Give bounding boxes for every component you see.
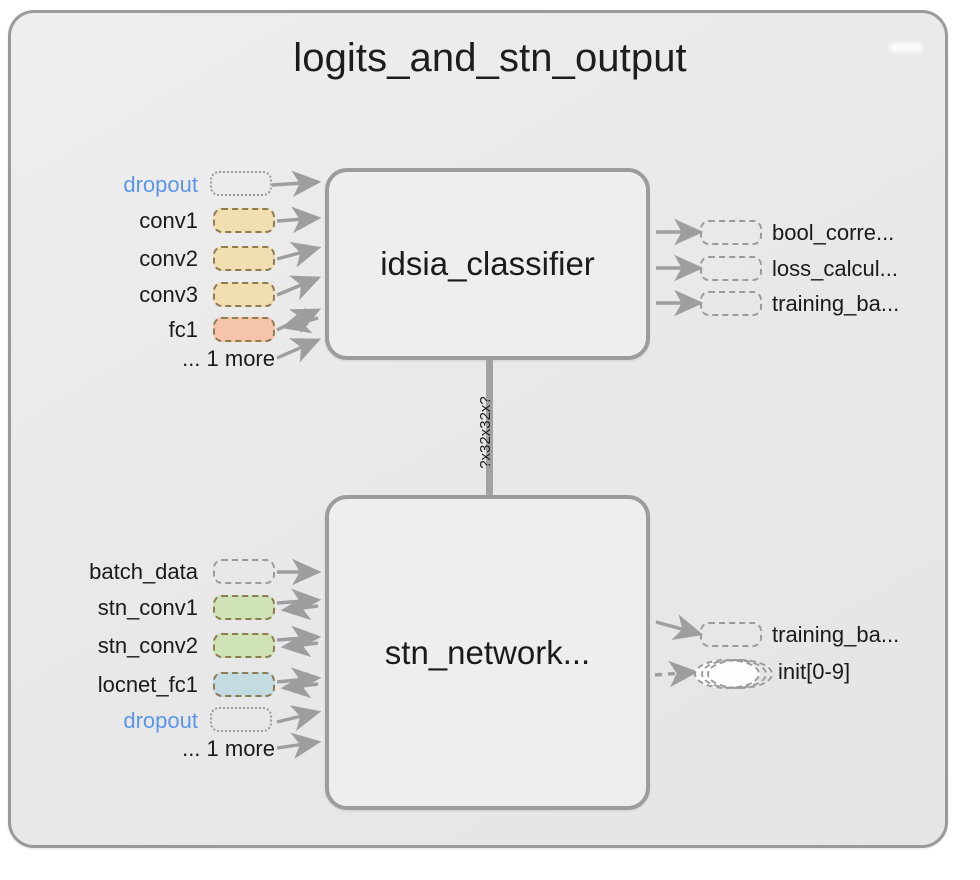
node-label: idsia_classifier xyxy=(380,245,595,282)
chip-label-conv3: conv3 xyxy=(139,282,198,307)
chip-label-dropout-classifier: dropout xyxy=(123,172,198,197)
chip-label-training-batch-classifier: training_ba... xyxy=(772,291,900,316)
chip-label-init-collection: init[0-9] xyxy=(778,659,851,684)
chip-label-stn-conv2: stn_conv2 xyxy=(97,633,198,658)
chip-dropout-stn[interactable] xyxy=(210,707,272,732)
chip-label-training-batch-stn: training_ba... xyxy=(772,622,900,647)
chip-training-batch-classifier[interactable] xyxy=(700,291,762,316)
chip-conv1[interactable] xyxy=(213,208,275,233)
page-title: logits_and_stn_output xyxy=(293,36,687,80)
chip-init-collection-stack-2 xyxy=(707,659,773,689)
chip-locnet-fc1[interactable] xyxy=(213,672,275,697)
chip-label-more-stn[interactable]: ... 1 more xyxy=(182,736,275,761)
chip-label-batch-data: batch_data xyxy=(89,559,198,584)
edge-label-shape: ?x32x32x? xyxy=(476,396,494,469)
chip-fc1[interactable] xyxy=(213,317,275,342)
chip-label-loss-calculation: loss_calcul... xyxy=(772,256,898,281)
chip-training-batch-stn[interactable] xyxy=(700,622,762,647)
chip-label-dropout-stn: dropout xyxy=(123,708,198,733)
chip-label-more-classifier[interactable]: ... 1 more xyxy=(182,346,275,371)
chip-conv3[interactable] xyxy=(213,282,275,307)
chip-bool-correct[interactable] xyxy=(700,220,762,245)
node-stn-network[interactable]: stn_network... xyxy=(325,495,650,810)
edge-classifier-to-stn xyxy=(486,360,493,495)
chip-label-conv2: conv2 xyxy=(139,246,198,271)
chip-batch-data[interactable] xyxy=(213,559,275,584)
panel-highlight xyxy=(889,43,923,52)
node-idsia-classifier[interactable]: idsia_classifier xyxy=(325,168,650,360)
chip-label-bool-correct: bool_corre... xyxy=(772,220,895,245)
chip-stn-conv1[interactable] xyxy=(213,595,275,620)
chip-label-locnet-fc1: locnet_fc1 xyxy=(97,672,198,697)
chip-dropout-classifier[interactable] xyxy=(210,171,272,196)
chip-conv2[interactable] xyxy=(213,246,275,271)
chip-label-fc1: fc1 xyxy=(168,317,198,342)
chip-label-conv1: conv1 xyxy=(139,208,198,233)
chip-label-stn-conv1: stn_conv1 xyxy=(97,595,198,620)
node-label: stn_network... xyxy=(384,633,591,671)
chip-loss-calculation[interactable] xyxy=(700,256,762,281)
chip-stn-conv2[interactable] xyxy=(213,633,275,658)
